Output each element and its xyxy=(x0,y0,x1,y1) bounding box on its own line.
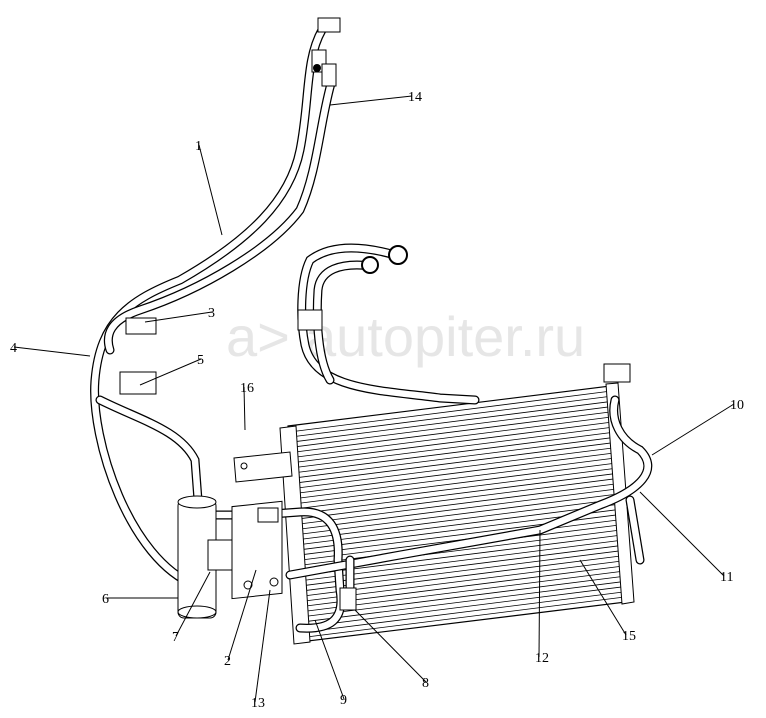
callout-4: 4 xyxy=(10,341,91,357)
fin-line xyxy=(304,539,622,581)
leader-line xyxy=(144,311,213,323)
fin-line xyxy=(296,395,611,437)
callout-8: 8 xyxy=(354,609,429,691)
fin-line xyxy=(307,591,626,633)
callout-number: 7 xyxy=(172,630,179,645)
leader-line xyxy=(254,589,271,703)
callout-3: 3 xyxy=(144,306,215,323)
fin-line xyxy=(304,545,622,586)
callout-9: 9 xyxy=(314,619,347,708)
callout-number: 12 xyxy=(535,651,549,666)
receiver-drier xyxy=(177,495,283,619)
watermark-text: autopiter.ru xyxy=(305,305,585,368)
leader-line xyxy=(227,569,257,661)
fin-line xyxy=(301,483,618,525)
callout-number: 9 xyxy=(340,693,347,708)
leader-line xyxy=(314,619,345,700)
callout-number: 5 xyxy=(197,353,204,368)
watermark: a> autopiter.ru xyxy=(226,305,585,368)
leader-line xyxy=(243,386,246,431)
leader-line xyxy=(354,609,427,683)
fin-line xyxy=(300,467,617,509)
fin-line xyxy=(305,565,624,607)
callout-number: 16 xyxy=(240,381,254,396)
bolt xyxy=(240,462,248,470)
fin-line xyxy=(299,447,615,489)
callout-11: 11 xyxy=(639,491,733,585)
leader-line xyxy=(139,358,202,386)
fin-line xyxy=(298,437,614,478)
callout-1: 1 xyxy=(195,139,223,236)
fin-line xyxy=(301,493,619,535)
callout-14: 14 xyxy=(329,90,422,106)
callout-number: 15 xyxy=(622,629,636,644)
fittings xyxy=(119,17,631,611)
watermark-mark: a> xyxy=(226,305,290,368)
fin-line xyxy=(299,442,615,483)
fin-line xyxy=(297,416,613,458)
pipe-body xyxy=(96,396,202,504)
callout-number: 14 xyxy=(408,90,422,105)
fin-line xyxy=(304,534,622,576)
callout-number: 10 xyxy=(730,398,744,413)
callout-number: 6 xyxy=(102,592,109,607)
fin-line xyxy=(298,426,614,468)
callout-13: 13 xyxy=(251,589,271,711)
callout-labels: 1 14 3 4 5 16 10 11 6 7 2 13 9 8 12 15 xyxy=(10,90,744,711)
fin-line xyxy=(301,488,618,530)
callout-7: 7 xyxy=(172,571,211,645)
fin-line xyxy=(299,452,616,494)
fin-line xyxy=(305,560,624,602)
callout-number: 11 xyxy=(720,570,733,585)
pipe-body xyxy=(91,26,326,589)
condenser-fins xyxy=(296,390,626,638)
callout-number: 8 xyxy=(422,676,429,691)
fin-line xyxy=(301,478,617,519)
callout-number: 13 xyxy=(251,696,265,711)
fin-line xyxy=(299,457,616,499)
fin-line xyxy=(306,570,624,612)
leader-line xyxy=(329,95,413,106)
leader-line xyxy=(198,144,223,236)
fin-line xyxy=(297,406,612,447)
callout-2: 2 xyxy=(224,569,257,669)
callout-12: 12 xyxy=(535,529,549,666)
pipe-body xyxy=(286,396,651,579)
fin-line xyxy=(300,473,617,514)
callout-10: 10 xyxy=(651,398,744,456)
fin-line xyxy=(296,401,612,442)
fin-line xyxy=(305,550,623,591)
fin-line xyxy=(307,586,625,627)
fin-line xyxy=(306,575,625,617)
mounting-bracket xyxy=(233,451,293,483)
fin-line xyxy=(297,421,613,463)
leader-line xyxy=(175,571,211,637)
callout-6: 6 xyxy=(102,592,178,607)
fin-line xyxy=(302,503,619,545)
callout-number: 2 xyxy=(224,654,231,669)
pipe-body xyxy=(212,508,345,632)
leader-line xyxy=(538,529,541,658)
leader-line xyxy=(639,491,725,577)
callout-number: 3 xyxy=(208,306,215,321)
callout-5: 5 xyxy=(139,353,204,386)
leader-line xyxy=(651,403,735,456)
pipe-body xyxy=(314,261,376,384)
fin-line xyxy=(307,596,626,638)
callout-number: 1 xyxy=(195,139,202,154)
fin-line xyxy=(302,498,619,540)
leader-line xyxy=(579,559,627,636)
fin-line xyxy=(296,390,611,432)
fin-line xyxy=(297,411,612,453)
callout-number: 4 xyxy=(10,341,17,356)
pipe-body xyxy=(626,496,644,564)
fin-line xyxy=(305,555,623,597)
leader-line xyxy=(13,346,91,357)
fin-line xyxy=(298,431,614,473)
fin-line xyxy=(300,462,616,504)
callout-15: 15 xyxy=(579,559,636,644)
pipe-body xyxy=(105,76,336,354)
callout-16: 16 xyxy=(240,381,254,431)
